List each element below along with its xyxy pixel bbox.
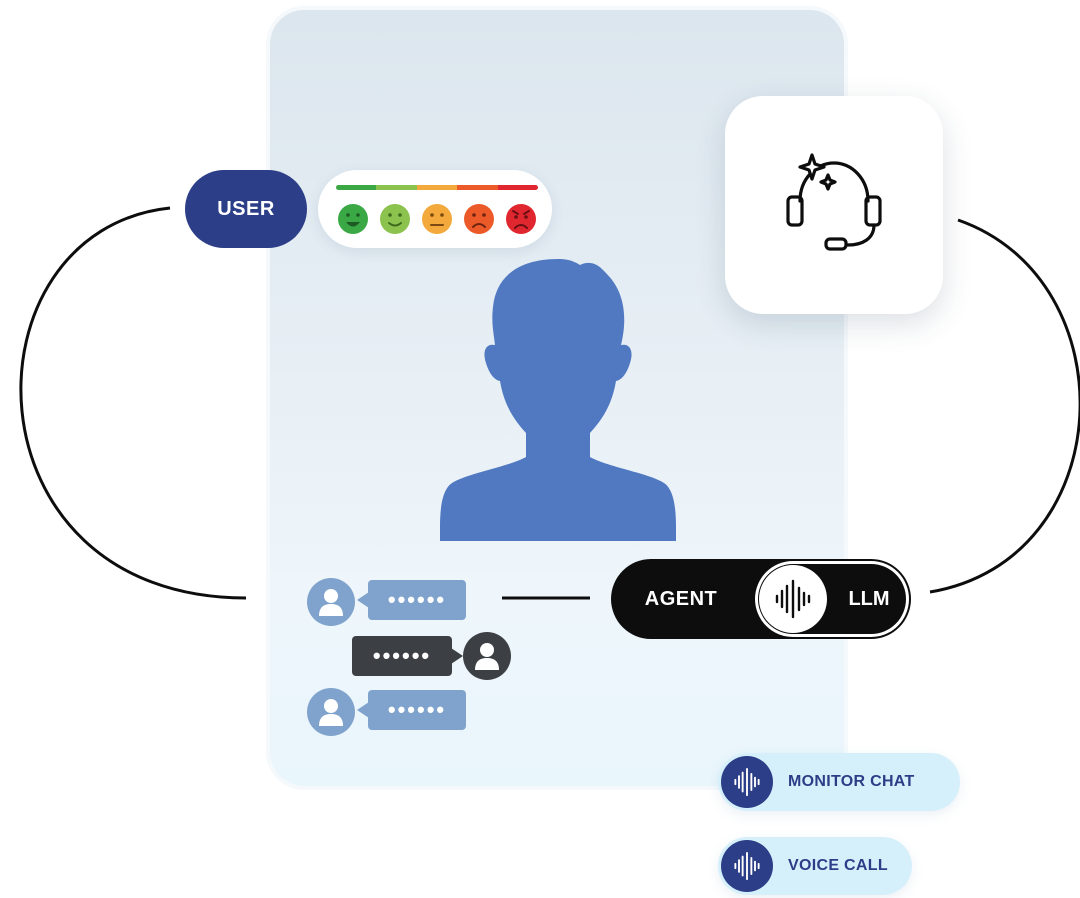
voice-call-button[interactable]: VOICE CALL	[718, 837, 912, 895]
sentiment-scale	[318, 170, 552, 248]
chat-message-agent: ••••••	[352, 636, 452, 676]
bubble-tail	[451, 648, 463, 664]
sentiment-color-bar	[336, 185, 538, 190]
person-icon	[319, 589, 343, 616]
emoji-row	[338, 204, 536, 234]
voice-call-label: VOICE CALL	[788, 857, 888, 874]
person-icon	[475, 643, 499, 670]
neutral-face-icon	[422, 204, 452, 234]
chat-user-avatar	[307, 688, 355, 736]
ai-headset-icon	[786, 153, 882, 251]
sound-wave-icon	[734, 851, 760, 881]
sound-wave-icon	[734, 767, 760, 797]
very-happy-face-icon	[338, 204, 368, 234]
bubble-tail	[357, 592, 369, 608]
chat-agent-avatar	[463, 632, 511, 680]
user-pill: USER	[185, 170, 307, 248]
person-avatar-icon	[440, 259, 676, 541]
monitor-chat-label: MONITOR CHAT	[788, 773, 915, 790]
angry-face-icon	[506, 204, 536, 234]
left-loop-connector	[19, 206, 247, 600]
right-loop-connector	[929, 218, 1080, 594]
chat-message-user-1: ••••••	[368, 580, 466, 620]
chat-message-user-2: ••••••	[368, 690, 466, 730]
happy-face-icon	[380, 204, 410, 234]
bubble-tail	[357, 702, 369, 718]
chat-user-avatar	[307, 578, 355, 626]
voice-call-icon-badge	[721, 840, 773, 892]
sound-wave-icon	[775, 579, 811, 619]
llm-wave-badge	[759, 565, 827, 633]
monitor-chat-button[interactable]: MONITOR CHAT	[718, 753, 960, 811]
sad-face-icon	[464, 204, 494, 234]
agent-llm-group: AGENT LLM	[611, 559, 911, 639]
monitor-chat-icon-badge	[721, 756, 773, 808]
person-icon	[319, 699, 343, 726]
agent-label: AGENT	[644, 587, 718, 610]
user-label: USER	[217, 197, 275, 220]
llm-label: LLM	[848, 587, 890, 610]
llm-pill: LLM	[755, 561, 909, 637]
ai-support-card	[725, 96, 943, 314]
